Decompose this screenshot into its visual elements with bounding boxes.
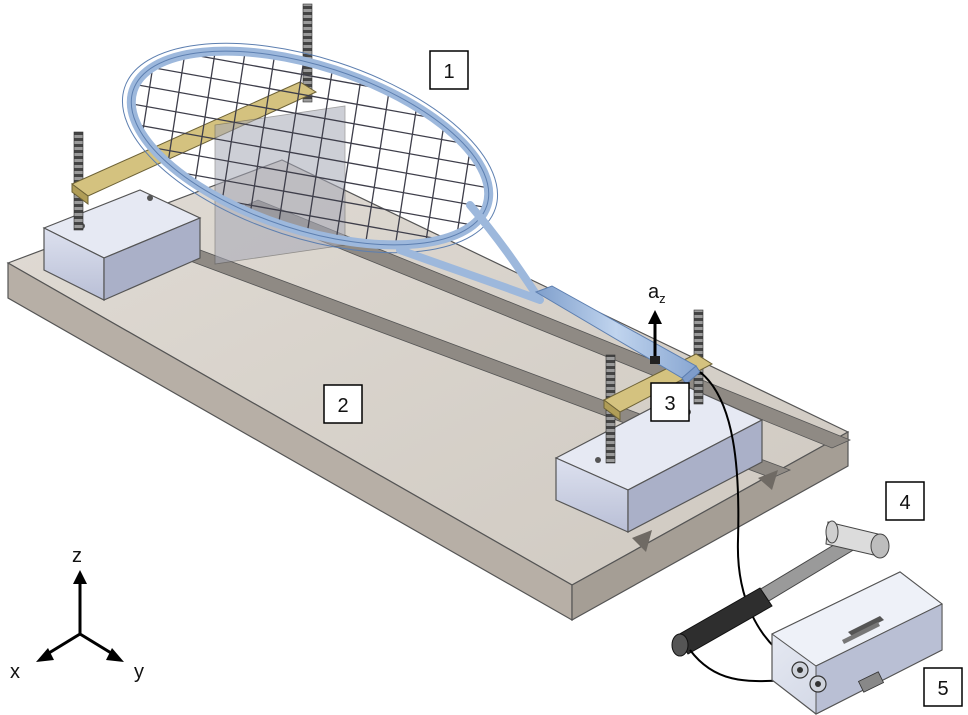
callout-3-text: 3 <box>664 393 675 415</box>
impact-hammer <box>671 520 890 657</box>
racket-throat <box>396 201 544 304</box>
callout-5-text: 5 <box>937 678 948 700</box>
callout-2: 2 <box>323 384 363 424</box>
support-block-right <box>554 387 764 533</box>
sensor-cable <box>699 371 791 661</box>
coordinate-axes <box>36 570 124 662</box>
axis-label-y: y <box>134 661 144 683</box>
accelerometer <box>650 356 660 364</box>
acceleration-label: az <box>648 281 666 306</box>
callout-2-text: 2 <box>337 395 348 417</box>
acceleration-label-main: a <box>648 281 660 303</box>
callout-5: 5 <box>923 667 963 707</box>
callout-3: 3 <box>650 382 690 422</box>
callout-1: 1 <box>429 50 469 90</box>
callout-4: 4 <box>885 481 925 521</box>
daq-unit <box>771 571 943 715</box>
support-block-left <box>42 189 202 301</box>
callout-1-text: 1 <box>443 61 454 83</box>
acceleration-arrow <box>648 310 662 356</box>
axis-label-x: x <box>10 661 20 683</box>
acceleration-label-sub: z <box>659 291 666 306</box>
callout-4-text: 4 <box>899 492 910 514</box>
axis-label-z: z <box>72 545 82 567</box>
